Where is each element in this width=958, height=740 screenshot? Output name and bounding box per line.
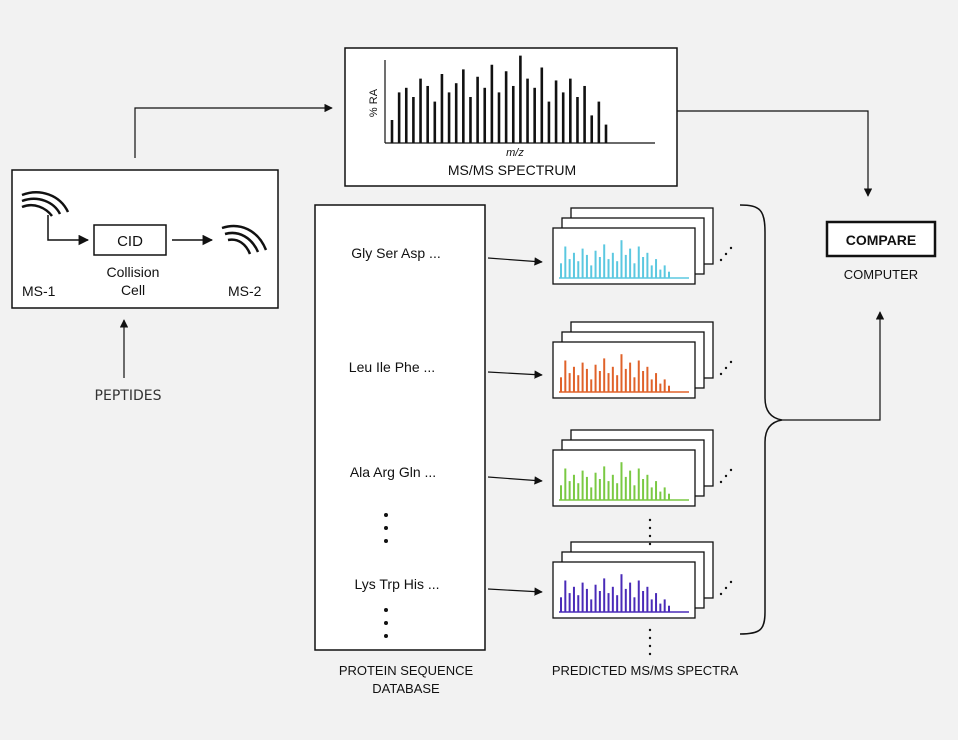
predicted-spectrum-stack: [552, 541, 733, 619]
db-sequence-2: Leu Ile Phe ...: [349, 359, 435, 375]
cid-box: [93, 224, 167, 256]
ms1-analyzer-icon: [21, 191, 70, 217]
db-ellipsis-1: [384, 513, 388, 543]
db-sequence-4: Lys Trp His ...: [354, 576, 439, 592]
database-caption-line2: DATABASE: [372, 681, 440, 696]
predicted-spectrum-stack: [552, 429, 733, 507]
collision-cell-label-line1: Collision: [107, 264, 160, 280]
cid-label: CID: [117, 233, 143, 250]
vertical-ellipsis-dot: [648, 636, 652, 640]
predicted-caption: PREDICTED MS/MS SPECTRA: [552, 663, 739, 678]
db-sequence-3: Ala Arg Gln ...: [350, 464, 436, 480]
ms1-label: MS-1: [22, 283, 56, 299]
db-ellipsis-2: [384, 608, 388, 638]
spectrum-to-compare-arrow: [677, 110, 873, 197]
vertical-ellipsis-dot: [648, 526, 652, 530]
stack-ellipsis-dot: [724, 252, 728, 256]
database-caption-line1: PROTEIN SEQUENCE: [339, 663, 474, 678]
stack-ellipsis-dot: [719, 592, 723, 596]
predicted-to-compare-arrow: [782, 311, 885, 421]
stack-ellipsis-dot: [729, 580, 733, 584]
ms2-label: MS-2: [228, 283, 262, 299]
ms2-analyzer-icon: [221, 224, 268, 255]
collision-cell-label-line2: Cell: [121, 282, 145, 298]
seq4-to-predicted-arrow: [487, 587, 543, 596]
vertical-ellipsis-dot: [648, 534, 652, 538]
spectrum-caption: MS/MS SPECTRUM: [448, 162, 576, 178]
predicted-spectrum-stack: [552, 321, 733, 399]
ms1-to-cid-arrow: [47, 215, 90, 246]
computer-label: COMPUTER: [844, 267, 918, 282]
predicted-spectrum-stack: [552, 207, 733, 285]
seq1-to-predicted-arrow: [487, 257, 543, 266]
msms-spectrum-panel: % RA m/z MS/MS SPECTRUM: [344, 47, 678, 187]
predicted-spectrum-card: [552, 227, 696, 285]
spectrum-x-label: m/z: [506, 147, 524, 159]
predicted-spectrum-card: [552, 341, 696, 399]
predicted-spectrum-card: [552, 449, 696, 507]
stack-ellipsis-dot: [724, 586, 728, 590]
protein-sequence-database: Gly Ser Asp ... Leu Ile Phe ... Ala Arg …: [314, 204, 486, 651]
stack-ellipsis-dot: [719, 258, 723, 262]
vertical-ellipsis-dot: [648, 542, 652, 546]
seq3-to-predicted-arrow: [487, 476, 543, 485]
vertical-ellipsis-dot: [648, 652, 652, 656]
seq2-to-predicted-arrow: [487, 370, 543, 379]
stack-ellipsis-dot: [719, 480, 723, 484]
predicted-spectrum-card: [552, 561, 696, 619]
vertical-ellipsis-dot: [648, 518, 652, 522]
stack-ellipsis-dot: [724, 474, 728, 478]
stack-ellipsis-dot: [729, 360, 733, 364]
vertical-ellipsis-dot: [648, 644, 652, 648]
peptides-label: PEPTIDES: [95, 388, 162, 404]
spectrum-peaks: [390, 55, 608, 143]
compare-label: COMPARE: [846, 232, 917, 248]
stack-ellipsis-dot: [729, 246, 733, 250]
db-sequence-1: Gly Ser Asp ...: [351, 245, 440, 261]
group-brace: [739, 204, 783, 635]
instrument-to-spectrum-arrow: [134, 103, 333, 158]
spectrum-y-label: % RA: [368, 88, 380, 117]
predicted-spectra-stacks: [552, 207, 733, 656]
stack-ellipsis-dot: [724, 366, 728, 370]
stack-ellipsis-dot: [719, 372, 723, 376]
compare-box: [825, 220, 937, 258]
vertical-ellipsis-dot: [648, 628, 652, 632]
stack-ellipsis-dot: [729, 468, 733, 472]
mass-spectrometer-panel: CID Collision Cell MS-1 MS-2: [11, 169, 279, 309]
